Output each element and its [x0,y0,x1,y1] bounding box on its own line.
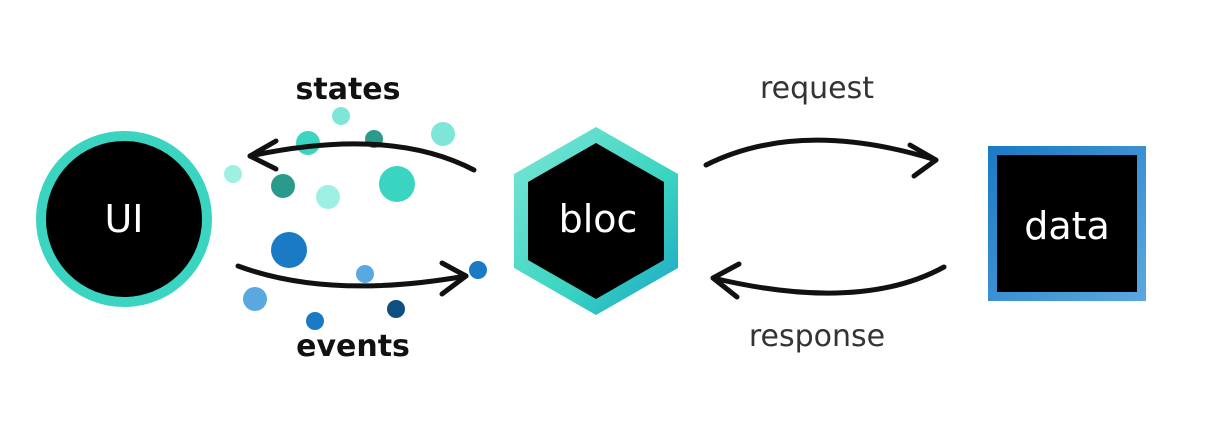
events-arrow [235,260,469,297]
event-particle [469,261,487,279]
state-particle [271,174,295,198]
bloc-hexagon [528,143,664,299]
state-particle [379,166,415,202]
response-label: response [749,319,885,354]
ui-label: UI [104,197,143,241]
event-particle [356,265,374,283]
state-particle [296,131,320,155]
states-arrow [247,138,477,173]
events-label: events [296,329,410,364]
state-particle [332,107,350,125]
event-particle [271,232,307,268]
request-arrow [703,137,939,179]
states-label: states [296,72,401,107]
state-particle [316,185,340,209]
bloc-node: bloc [514,127,678,315]
event-particle [243,287,267,311]
ui-circle [36,131,212,307]
event-particle [387,300,405,318]
bloc-label: bloc [559,197,638,241]
data-label: data [1024,204,1110,248]
data-square [997,155,1137,292]
state-particles [224,107,455,209]
event-particle [306,312,324,330]
event-particles [243,232,487,330]
ui-node: UI [36,131,212,307]
response-arrow [710,261,947,300]
request-label: request [760,71,874,106]
state-particle [224,165,242,183]
data-node: data [988,146,1146,301]
state-particle [431,122,455,146]
